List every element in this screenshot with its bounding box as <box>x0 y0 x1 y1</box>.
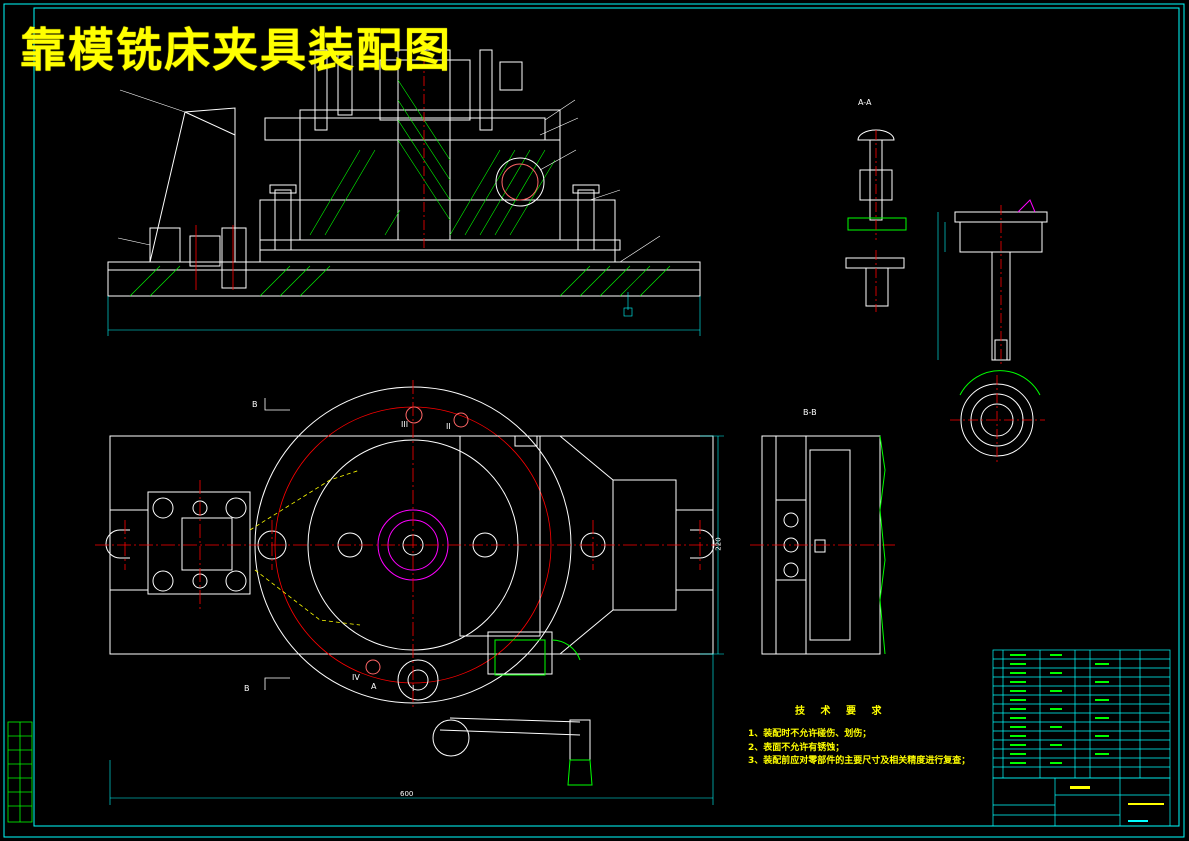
side-stamp-table <box>7 721 33 823</box>
dimension-height: 220 <box>714 537 723 551</box>
requirement-item-3: 3、装配前应对零部件的主要尺寸及相关精度进行复查； <box>748 756 971 766</box>
front-view <box>107 40 701 336</box>
requirement-item-2: 2、表面不允许有锈蚀； <box>748 743 845 753</box>
dimension-width: 600 <box>400 790 414 798</box>
section-marker-a: A <box>371 682 377 691</box>
section-aa-label: A-A <box>858 98 872 107</box>
technical-requirements-heading: 技 术 要 求 <box>795 706 888 717</box>
section-bb-view <box>750 435 895 655</box>
part-detail-view <box>937 199 1048 465</box>
section-marker-b-top: B <box>252 400 258 409</box>
roman-numeral-3: III <box>401 420 409 429</box>
drawing-title: 靠模铣床夹具装配图 <box>20 23 452 77</box>
inner-border <box>33 7 1180 827</box>
requirement-item-1: 1、装配时不允许碰伤、划伤； <box>748 729 872 739</box>
roman-numeral-4: IV <box>352 673 360 682</box>
section-bb-label: B-B <box>803 408 817 417</box>
section-marker-b-bottom: B <box>244 684 250 693</box>
parts-list-marks <box>1010 654 1164 822</box>
roman-numeral-1: I <box>412 684 415 693</box>
parts-list-table <box>992 649 1171 827</box>
roman-numeral-2: II <box>446 422 451 431</box>
top-view <box>95 380 724 805</box>
section-aa-view <box>845 129 907 312</box>
outer-border <box>3 3 1185 838</box>
